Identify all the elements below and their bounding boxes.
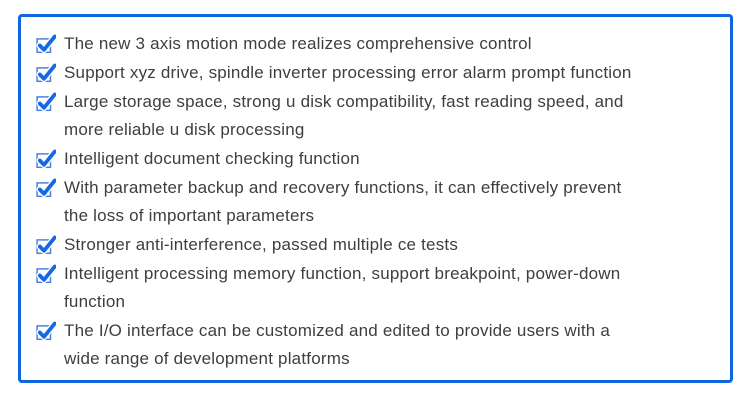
checked-checkbox-icon [36, 149, 56, 169]
feature-text: Stronger anti-interference, passed multi… [64, 235, 459, 254]
feature-text: Support xyz drive, spindle inverter proc… [64, 63, 632, 82]
checked-checkbox-icon [36, 264, 56, 284]
checked-checkbox-icon [36, 34, 56, 54]
feature-text: With parameter backup and recovery funct… [64, 178, 622, 225]
feature-item: Large storage space, strong u disk compa… [36, 88, 722, 144]
feature-list: The new 3 axis motion mode realizes comp… [21, 17, 730, 373]
feature-text: The new 3 axis motion mode realizes comp… [64, 34, 532, 53]
checked-checkbox-icon [36, 63, 56, 83]
feature-item: Intelligent processing memory function, … [36, 260, 722, 316]
feature-text: Intelligent processing memory function, … [64, 264, 621, 311]
feature-text: Large storage space, strong u disk compa… [64, 92, 624, 139]
checked-checkbox-icon [36, 178, 56, 198]
checked-checkbox-icon [36, 92, 56, 112]
checked-checkbox-icon [36, 235, 56, 255]
feature-text: The I/O interface can be customized and … [64, 321, 611, 368]
feature-list-panel: The new 3 axis motion mode realizes comp… [18, 14, 733, 383]
feature-item: Support xyz drive, spindle inverter proc… [36, 59, 722, 87]
feature-text: Intelligent document checking function [64, 149, 360, 168]
checked-checkbox-icon [36, 321, 56, 341]
feature-item: The I/O interface can be customized and … [36, 317, 722, 373]
feature-item: The new 3 axis motion mode realizes comp… [36, 30, 722, 58]
feature-item: Stronger anti-interference, passed multi… [36, 231, 722, 259]
feature-item: Intelligent document checking function [36, 145, 722, 173]
feature-item: With parameter backup and recovery funct… [36, 174, 722, 230]
